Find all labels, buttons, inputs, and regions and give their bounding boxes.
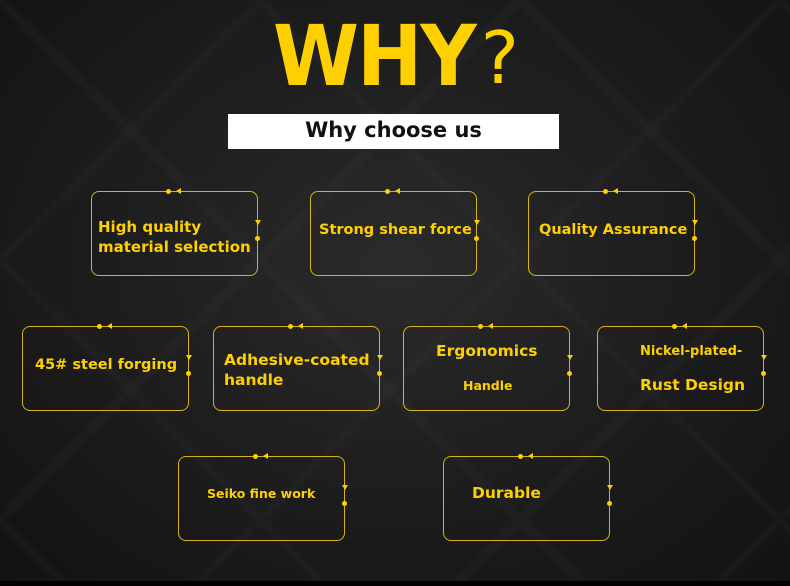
feature-label: Seiko fine work (207, 486, 316, 501)
feature-card-shear-force: Strong shear force (310, 188, 480, 276)
feature-card-quality-assurance: Quality Assurance (528, 188, 698, 276)
feature-label: High quality (98, 218, 202, 236)
feature-label: 45# steel forging (35, 357, 178, 373)
feature-card-ergonomics: Ergonomics Handle (403, 323, 573, 411)
feature-label: Adhesive-coated (224, 351, 370, 369)
feature-card-material: High quality material selection (91, 188, 261, 276)
feature-card-nickel-plated: Nickel-plated- Rust Design (597, 323, 767, 411)
feature-label: Strong shear force (319, 222, 472, 238)
bottom-border (0, 581, 790, 586)
feature-card-adhesive-handle: Adhesive-coated handle (213, 323, 383, 411)
feature-label: Quality Assurance (539, 222, 688, 238)
subtitle-text: Why choose us (305, 118, 482, 142)
feature-label: Handle (463, 378, 513, 393)
title-text: WHY (272, 8, 477, 106)
feature-label: Ergonomics (436, 342, 538, 360)
question-mark: ? (480, 16, 519, 100)
feature-card-seiko-fine-work: Seiko fine work (178, 453, 348, 541)
feature-label: handle (224, 371, 284, 389)
feature-label: Durable (472, 484, 541, 502)
feature-label: material selection (98, 238, 251, 256)
feature-label: Nickel-plated- (640, 344, 743, 359)
page-title: WHY? (0, 8, 790, 105)
feature-card-steel-forging: 45# steel forging (22, 323, 192, 411)
feature-card-durable: Durable (443, 453, 613, 541)
subtitle-banner: Why choose us (228, 114, 559, 149)
feature-label: Rust Design (640, 376, 746, 394)
